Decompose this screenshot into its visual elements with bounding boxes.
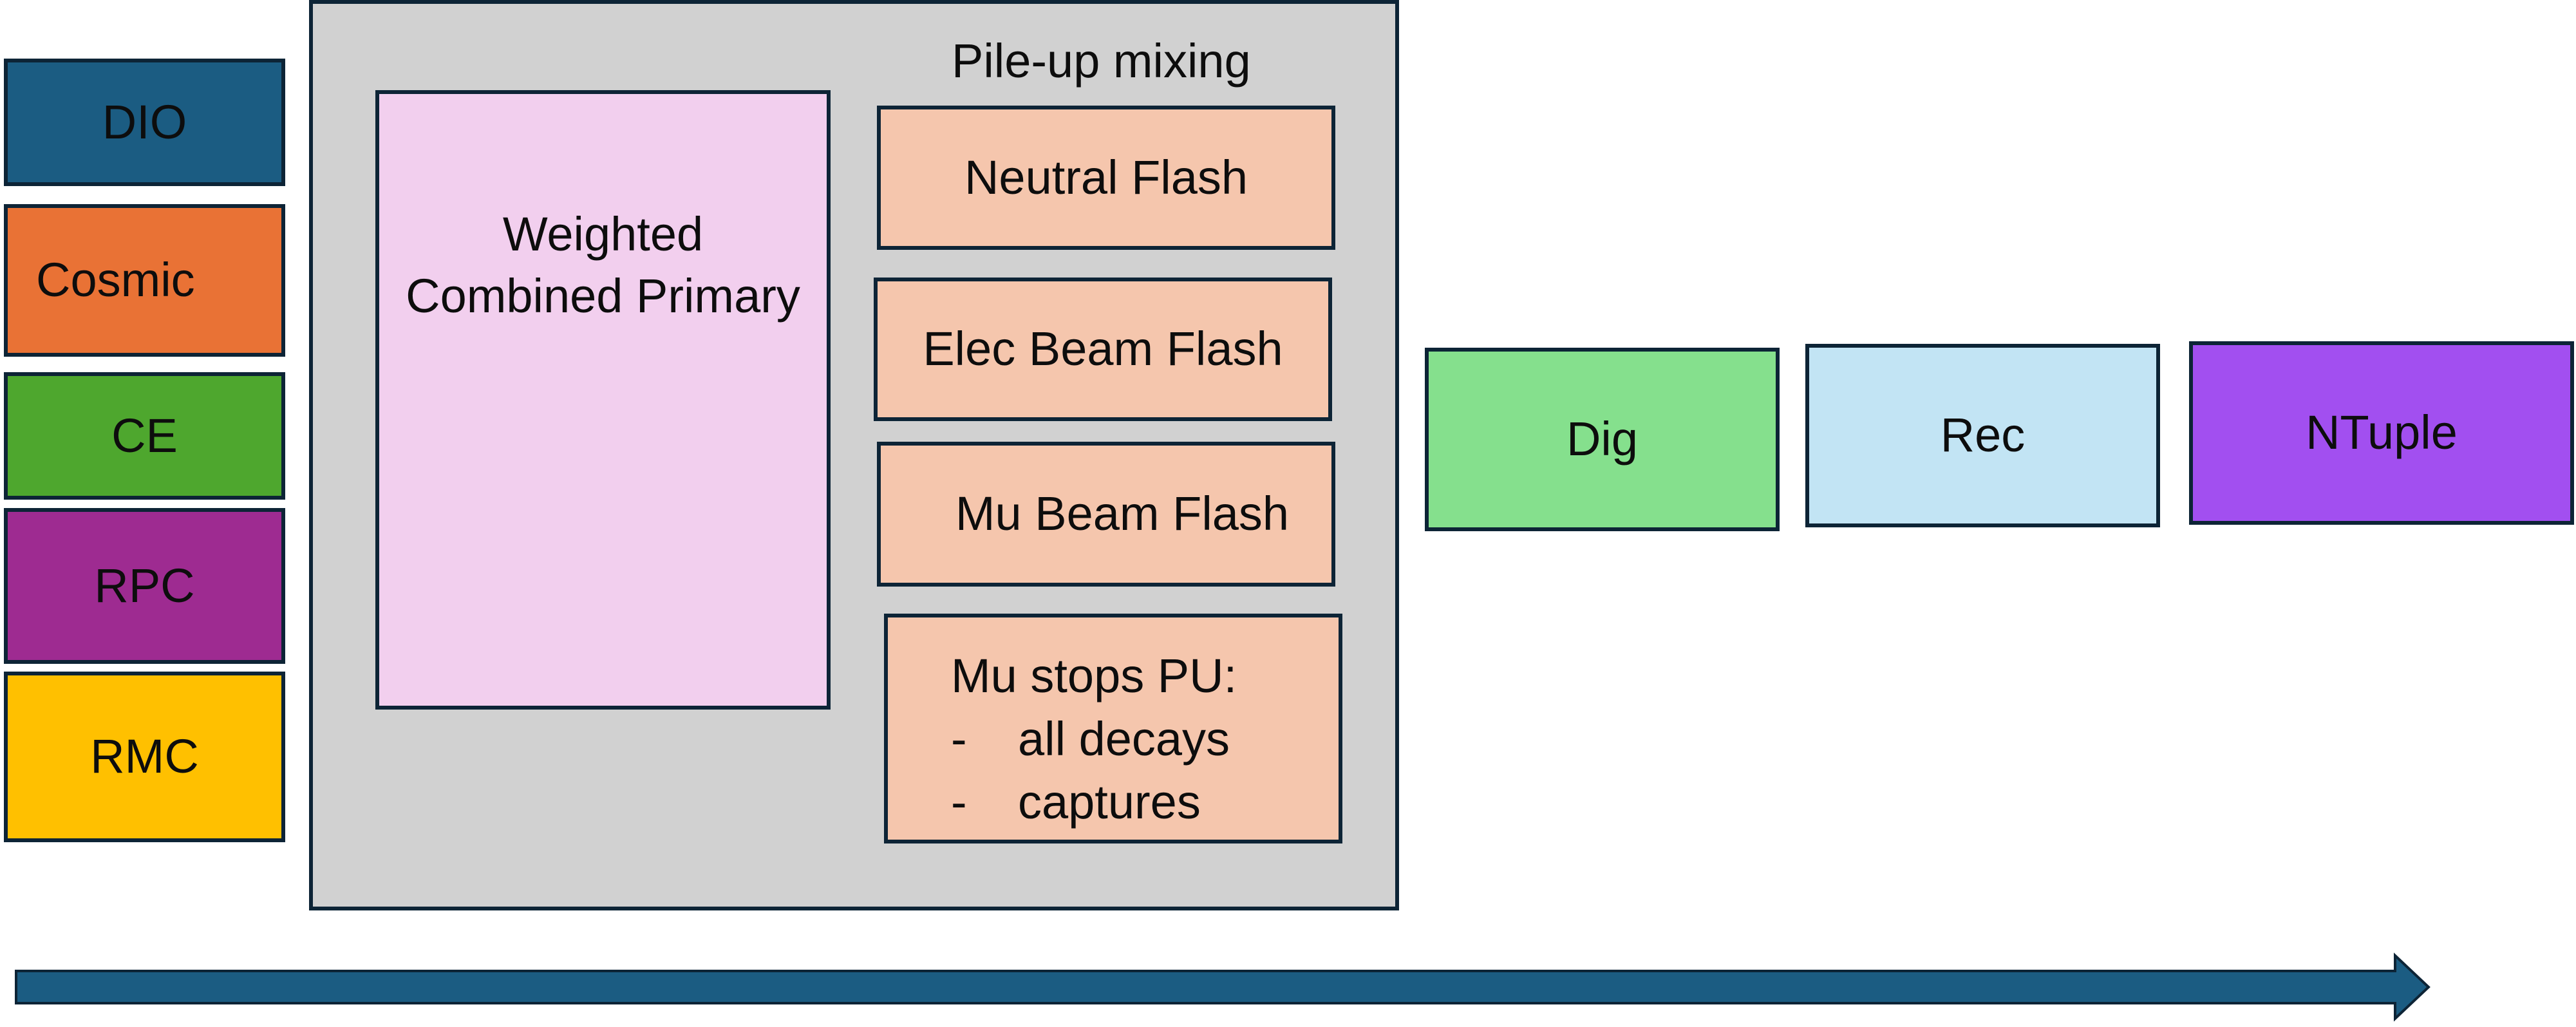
- source-box-rmc: RMC: [4, 672, 285, 842]
- source-box-dio: DIO: [4, 59, 285, 186]
- mu-stops-pu-box: Mu stops PU: - all decays - captures: [884, 614, 1342, 843]
- weighted-combined-primary-box: Weighted Combined Primary: [375, 90, 831, 710]
- mu-stops-item-label: captures: [1018, 775, 1201, 829]
- primary-label-line2: Combined Primary: [406, 269, 800, 323]
- source-label-cosmic: Cosmic: [36, 253, 195, 307]
- ntuple-stage-box: NTuple: [2189, 341, 2574, 525]
- right-arrow-icon: [15, 952, 2430, 1022]
- rec-stage-box: Rec: [1805, 344, 2160, 527]
- pileup-title: Pile-up mixing: [952, 34, 1251, 88]
- mu-stops-item-label: all decays: [1018, 712, 1230, 766]
- elec-beam-flash-label: Elec Beam Flash: [923, 322, 1283, 376]
- mu-beam-flash-box: Mu Beam Flash: [877, 442, 1335, 587]
- bullet-dash: -: [951, 775, 967, 829]
- rec-stage-label: Rec: [1940, 408, 2026, 462]
- mu-stops-item: - all decays: [951, 708, 1237, 771]
- ntuple-stage-label: NTuple: [2306, 406, 2458, 460]
- source-label-rmc: RMC: [90, 730, 199, 784]
- primary-label-line1: Weighted: [502, 207, 704, 261]
- bullet-dash: -: [951, 712, 967, 766]
- mu-stops-title: Mu stops PU:: [951, 649, 1237, 702]
- neutral-flash-box: Neutral Flash: [877, 106, 1335, 250]
- source-box-cosmic: Cosmic: [4, 204, 285, 357]
- dig-stage-label: Dig: [1566, 412, 1639, 466]
- source-label-ce: CE: [111, 408, 178, 462]
- neutral-flash-label: Neutral Flash: [964, 150, 1248, 204]
- mu-beam-flash-label: Mu Beam Flash: [955, 487, 1290, 541]
- source-label-dio: DIO: [102, 95, 187, 149]
- dig-stage-box: Dig: [1425, 348, 1780, 531]
- elec-beam-flash-box: Elec Beam Flash: [874, 278, 1332, 421]
- source-label-rpc: RPC: [94, 558, 195, 612]
- mu-stops-item: - captures: [951, 771, 1237, 834]
- source-box-ce: CE: [4, 372, 285, 500]
- source-box-rpc: RPC: [4, 508, 285, 664]
